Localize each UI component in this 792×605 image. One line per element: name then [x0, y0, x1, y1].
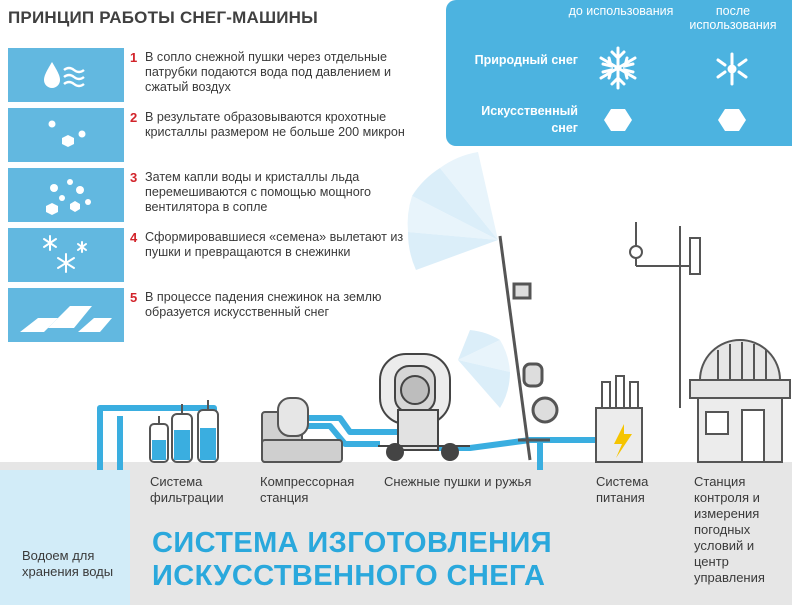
step-3-text: Затем капли воды и кристаллы льда переме…	[145, 170, 372, 214]
step-5-tile	[8, 288, 124, 342]
page-title: ПРИНЦИП РАБОТЫ СНЕГ-МАШИНЫ	[8, 8, 318, 27]
step-2-number: 2	[130, 110, 138, 125]
control-label: Станция контроля и измерения погодных ус…	[694, 474, 765, 585]
before-header: до использования	[568, 4, 674, 18]
snowflakes-icon	[43, 235, 87, 273]
step-5-text: В процессе падения снежинок на землю обр…	[145, 290, 382, 319]
compressor-label: Компрессорная станция	[260, 474, 355, 505]
step-2-text: В результате образовываются крохотные кр…	[145, 110, 405, 139]
snow-lance	[498, 235, 559, 461]
step-4-text: Сформировавшиеся «семена» вылетают из пу…	[145, 230, 404, 259]
step-1-tile	[8, 48, 124, 102]
filtration-label: Система фильтрации	[150, 474, 224, 505]
after-header: после использования	[689, 4, 777, 32]
step-5: 5 В процессе падения снежинок на землю о…	[8, 288, 408, 344]
reservoir-water	[0, 470, 130, 605]
artificial-snow-label: Искусственный снег	[481, 104, 578, 135]
system-title-line-1: СИСТЕМА ИЗГОТОВЛЕНИЯ	[152, 527, 552, 559]
hexagon-icon	[604, 109, 632, 131]
reservoir-label: Водоем для хранения воды	[22, 548, 114, 579]
compressor-station	[261, 397, 343, 463]
step-3: 3 Затем капли воды и кристаллы льда пере…	[8, 168, 408, 224]
snow-layers-icon	[20, 306, 112, 332]
step-3-tile	[8, 168, 124, 222]
melted-snowflake-icon	[716, 52, 748, 86]
step-4-number: 4	[130, 230, 138, 245]
ground-band	[0, 462, 792, 605]
snow-comparison-panel: до использования после использования При…	[446, 0, 792, 146]
natural-snow-label: Природный снег	[474, 53, 578, 67]
lightning-bolt-icon	[614, 424, 632, 458]
system-title-line-2: ИСКУССТВЕННОГО СНЕГА	[152, 560, 546, 592]
comparison-icons	[599, 46, 748, 131]
filtration-tanks	[149, 400, 219, 463]
step-1-number: 1	[130, 50, 138, 65]
snow-gun-cart	[378, 353, 470, 461]
step-3-number: 3	[130, 170, 138, 185]
step-4-tile	[8, 228, 124, 282]
snowflake-icon	[599, 46, 637, 90]
step-1: 1 В сопло снежной пушки через отдельные …	[8, 48, 408, 104]
droplets-crystals-icon	[46, 179, 91, 215]
snow-guns-label: Снежные пушки и ружья	[384, 474, 532, 489]
spray-fan-icon	[407, 152, 510, 408]
power-station	[595, 375, 643, 463]
step-4: 4 Сформировавшиеся «семена» вылетают из …	[8, 228, 408, 284]
system-title: СИСТЕМА ИЗГОТОВЛЕНИЯ ИСКУССТВЕННОГО СНЕГ…	[152, 527, 552, 593]
weather-mast	[629, 222, 701, 408]
step-1-text: В сопло снежной пушки через отдельные па…	[145, 50, 391, 94]
step-2: 2 В результате образовываются крохотные …	[8, 108, 408, 164]
power-label: Система питания	[596, 474, 649, 505]
water-drop-air-icon	[44, 62, 85, 88]
control-center-building	[689, 339, 791, 463]
hexagon-icon	[718, 109, 746, 131]
step-5-number: 5	[130, 290, 138, 305]
step-2-tile	[8, 108, 124, 162]
small-crystals-icon	[48, 120, 86, 147]
